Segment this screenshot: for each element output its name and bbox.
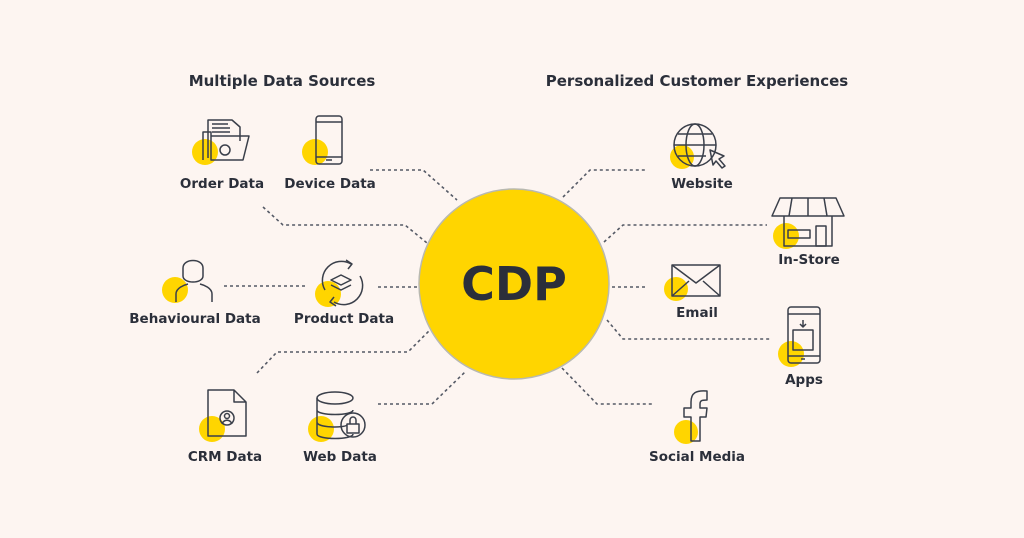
source-behavioural-data: Behavioural Data: [129, 311, 261, 327]
connector-order: [262, 206, 428, 244]
source-product-data: Product Data: [293, 311, 395, 327]
source-order-data: Order Data: [179, 176, 265, 192]
experience-website: Website: [671, 176, 733, 192]
experience-email: Email: [676, 305, 718, 321]
connector-instore: [603, 224, 767, 243]
connector-device: [370, 169, 458, 201]
cdp-label: CDP: [461, 257, 567, 311]
envelope-icon: [671, 264, 721, 297]
globe-cursor-icon: [673, 123, 726, 169]
source-device-data: Device Data: [284, 176, 376, 192]
experience-in-store: In-Store: [778, 252, 840, 268]
right-heading: Personalized Customer Experiences: [545, 72, 849, 90]
order-folder-icon: [202, 119, 250, 161]
source-crm-data: CRM Data: [187, 449, 263, 465]
connector-web: [378, 371, 466, 405]
experience-apps: Apps: [785, 372, 823, 388]
database-lock-icon: [316, 391, 366, 440]
store-icon: [771, 197, 845, 247]
mobile-app-icon: [787, 306, 821, 364]
connector-social: [561, 367, 653, 405]
experience-social-media: Social Media: [648, 449, 746, 465]
person-icon: [175, 259, 213, 302]
product-sync-icon: [321, 259, 364, 307]
mobile-device-icon: [315, 115, 343, 165]
connector-lines: [224, 169, 770, 405]
connector-crm: [256, 329, 431, 374]
left-heading: Multiple Data Sources: [188, 72, 376, 90]
connector-apps: [606, 319, 770, 340]
cdp-circle: [418, 188, 610, 380]
crm-file-icon: [207, 389, 247, 437]
source-web-data: Web Data: [303, 449, 377, 465]
connector-website: [562, 169, 645, 198]
facebook-icon: [683, 390, 708, 442]
